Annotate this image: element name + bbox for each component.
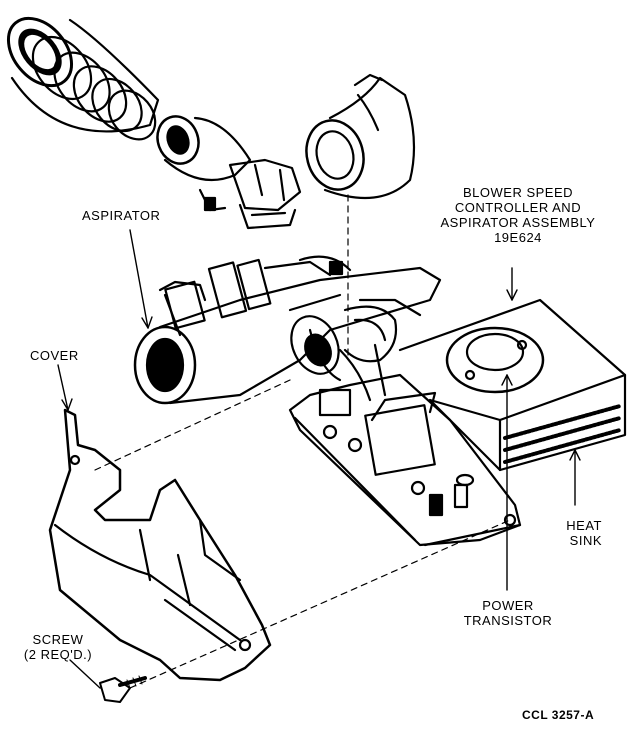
aspirator-body xyxy=(133,255,442,405)
screw xyxy=(99,675,147,703)
label-heat-sink-line-1: HEAT xyxy=(566,518,602,533)
label-assembly: BLOWER SPEED CONTROLLER AND ASPIRATOR AS… xyxy=(418,185,618,245)
label-assembly-part-number: 19E624 xyxy=(494,230,542,245)
hose xyxy=(6,16,160,141)
label-aspirator: ASPIRATOR xyxy=(82,208,161,223)
power-transistor xyxy=(445,326,545,394)
label-screw-line-2: (2 REQ'D.) xyxy=(23,647,93,662)
label-assembly-line-1: BLOWER SPEED xyxy=(462,185,574,200)
controller-board xyxy=(288,328,522,547)
label-assembly-line-2: CONTROLLER AND xyxy=(454,200,582,215)
figure-code: CCL 3257-A xyxy=(522,708,595,722)
label-screw-line-1: SCREW xyxy=(32,632,84,647)
label-screw: SCREW (2 REQ'D.) xyxy=(8,632,108,662)
label-cover: COVER xyxy=(30,348,79,363)
heat-sink xyxy=(398,298,627,472)
label-heat-sink-line-2: SINK xyxy=(569,533,602,548)
elbow-connector xyxy=(305,73,416,200)
wire-harness xyxy=(288,293,422,375)
cover xyxy=(48,408,272,682)
label-power-transistor-line-2: TRANSISTOR xyxy=(463,613,553,628)
aspirator-tube xyxy=(156,115,302,230)
label-power-transistor-line-1: POWER xyxy=(482,598,534,613)
label-heat-sink: HEAT SINK xyxy=(540,518,602,548)
label-power-transistor: POWER TRANSISTOR xyxy=(448,598,568,628)
leader-lines xyxy=(57,229,581,689)
label-assembly-line-3: ASPIRATOR ASSEMBLY xyxy=(440,215,596,230)
